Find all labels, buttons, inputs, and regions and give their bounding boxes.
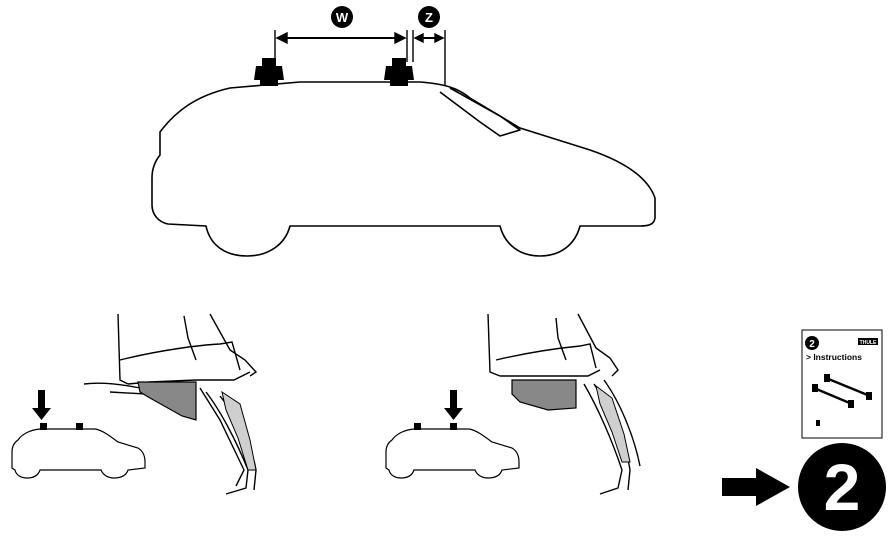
z-badge (418, 6, 440, 28)
booklet-step-number: 2 (809, 339, 815, 350)
dimension-w (274, 30, 408, 62)
main-car (151, 81, 656, 257)
next-step-number: 2 (824, 450, 861, 524)
middle-closeup (487, 313, 641, 495)
main-car-body (151, 81, 656, 257)
left-detail (11, 313, 258, 495)
middle-foot-pad (511, 379, 577, 411)
booklet-bar-feet (812, 374, 872, 408)
booklet-part-icon (816, 420, 820, 426)
left-small-feet (40, 423, 83, 430)
left-foot-pad (137, 381, 197, 421)
booklet-brand-tag (858, 338, 878, 345)
left-trim-strip (221, 390, 257, 471)
booklet-title: > Instructions (806, 352, 862, 362)
roof-foot-front (254, 58, 284, 86)
middle-down-arrow (444, 390, 463, 420)
middle-small-feet (414, 423, 457, 430)
booklet-step-badge (805, 336, 819, 350)
left-down-arrow (32, 390, 51, 420)
w-badge (331, 6, 353, 28)
middle-small-car (385, 428, 520, 479)
dimension-z (412, 30, 446, 86)
booklet-roof-bars-illustration (813, 376, 871, 406)
z-label: Z (425, 10, 433, 25)
w-label: W (336, 10, 349, 25)
booklet-brand: THULE (860, 340, 877, 346)
middle-detail (385, 313, 641, 495)
middle-trim-strip (595, 384, 631, 463)
main-car-windshield (439, 87, 521, 137)
next-step-badge (798, 443, 886, 531)
next-step-arrow-icon (722, 468, 790, 506)
left-small-car (11, 428, 146, 479)
instructions-booklet: 2 THULE > Instructions (801, 329, 883, 439)
roof-foot-rear (384, 58, 414, 86)
